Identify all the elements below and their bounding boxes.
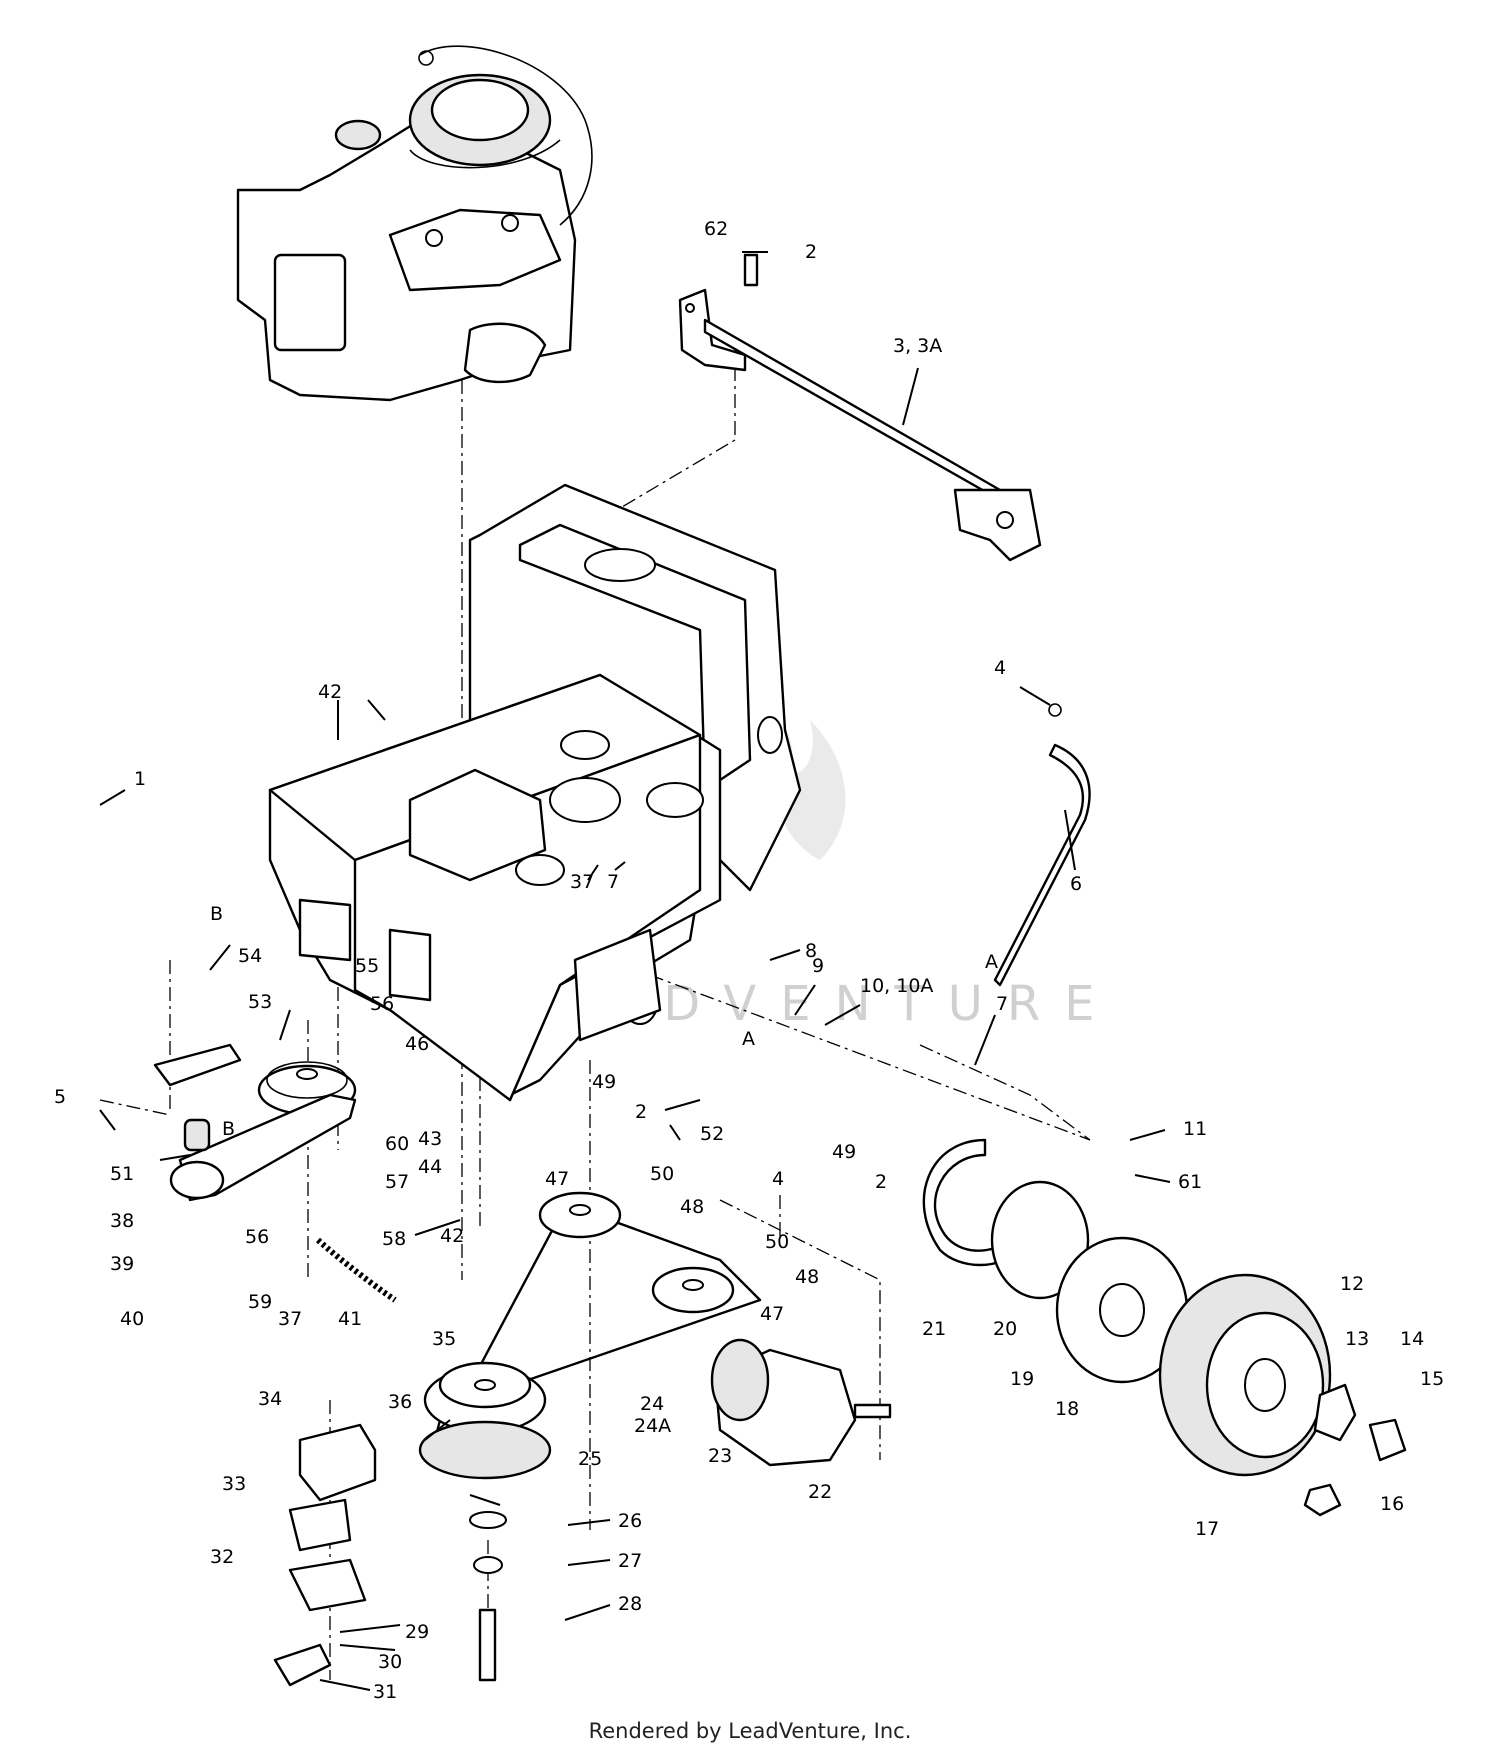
callout-36: 36 [388, 1391, 412, 1413]
callout-8: 8 [805, 940, 817, 962]
callout-54: 54 [238, 945, 262, 967]
callout-13: 13 [1345, 1328, 1369, 1350]
callout-6: 6 [1070, 873, 1082, 895]
callout-42-low: 42 [440, 1225, 464, 1247]
callout-58: 58 [382, 1228, 406, 1250]
callout-24a: 24A [634, 1415, 671, 1437]
callout-21: 21 [922, 1318, 946, 1340]
callout-61: 61 [1178, 1171, 1202, 1193]
callout-42-top: 42 [318, 681, 342, 703]
callout-37-low: 37 [278, 1308, 302, 1330]
callout-9: 9 [812, 955, 824, 977]
callout-7-left: 7 [607, 871, 619, 893]
callout-56-top: 56 [370, 993, 394, 1015]
callout-19: 19 [1010, 1368, 1034, 1390]
callout-44: 44 [418, 1156, 442, 1178]
callout-56-low: 56 [245, 1226, 269, 1248]
callout-37-top: 37 [570, 871, 594, 893]
letter-a-link: A [742, 1028, 755, 1050]
callout-62: 62 [704, 218, 728, 240]
callout-12: 12 [1340, 1273, 1364, 1295]
callout-16: 16 [1380, 1493, 1404, 1515]
callout-4-low: 4 [772, 1168, 784, 1190]
callout-39: 39 [110, 1253, 134, 1275]
callout-46: 46 [405, 1033, 429, 1055]
wheel-assembly [922, 1138, 1407, 1517]
callout-7-right: 7 [996, 993, 1008, 1015]
callout-34: 34 [258, 1388, 282, 1410]
callout-10-10a: 10, 10A [860, 975, 933, 997]
callout-29: 29 [405, 1621, 429, 1643]
callout-53: 53 [248, 991, 272, 1013]
callout-3-3a: 3, 3A [893, 335, 942, 357]
connection-letters: A A B B [210, 903, 998, 1140]
callout-35: 35 [432, 1328, 456, 1350]
letter-a-rod: A [985, 951, 998, 973]
callout-40: 40 [120, 1308, 144, 1330]
callout-11: 11 [1183, 1118, 1207, 1140]
callout-41: 41 [338, 1308, 362, 1330]
callout-51: 51 [110, 1163, 134, 1185]
callout-24: 24 [640, 1393, 664, 1415]
callout-50-right: 50 [765, 1231, 789, 1253]
callout-55: 55 [355, 955, 379, 977]
gearbox [710, 1338, 892, 1467]
callout-28: 28 [618, 1593, 642, 1615]
callout-33: 33 [222, 1473, 246, 1495]
callout-32: 32 [210, 1546, 234, 1568]
drive-components [153, 1043, 762, 1682]
mounting-bracket [678, 253, 1042, 562]
callout-22: 22 [808, 1481, 832, 1503]
callout-43: 43 [418, 1128, 442, 1150]
letter-b-arm: B [222, 1118, 235, 1140]
callout-14: 14 [1400, 1328, 1424, 1350]
callouts: 1 2 2 2 3, 3A 4 4 5 6 7 7 8 9 10, 10A 11… [54, 218, 1444, 1703]
callout-25: 25 [578, 1448, 602, 1470]
callout-50-top: 50 [650, 1163, 674, 1185]
callout-48-right: 48 [795, 1266, 819, 1288]
main-frame [268, 483, 802, 1102]
callout-2-mid: 2 [635, 1101, 647, 1123]
control-rod [993, 703, 1091, 987]
callout-5: 5 [54, 1086, 66, 1108]
callout-26: 26 [618, 1510, 642, 1532]
callout-38: 38 [110, 1210, 134, 1232]
leaders [99, 251, 1171, 1691]
callout-1: 1 [134, 768, 146, 790]
bracket-stack [273, 1423, 377, 1687]
callout-47-left: 47 [545, 1168, 569, 1190]
footer-credit: Rendered by LeadVenture, Inc. [588, 1719, 912, 1743]
callout-15: 15 [1420, 1368, 1444, 1390]
callout-31: 31 [373, 1681, 397, 1703]
engine [236, 45, 593, 402]
callout-49-left: 49 [592, 1071, 616, 1093]
callout-47-right: 47 [760, 1303, 784, 1325]
callout-30: 30 [378, 1651, 402, 1673]
callout-2-top: 2 [805, 241, 817, 263]
callout-2-right: 2 [875, 1171, 887, 1193]
callout-20: 20 [993, 1318, 1017, 1340]
callout-48-left: 48 [680, 1196, 704, 1218]
letter-b-chain: B [210, 903, 223, 925]
callout-17: 17 [1195, 1518, 1219, 1540]
callout-49-right: 49 [832, 1141, 856, 1163]
callout-18: 18 [1055, 1398, 1079, 1420]
callout-59: 59 [248, 1291, 272, 1313]
callout-57: 57 [385, 1171, 409, 1193]
callout-4-top: 4 [994, 657, 1006, 679]
callout-23: 23 [708, 1445, 732, 1467]
callout-52: 52 [700, 1123, 724, 1145]
callout-60: 60 [385, 1133, 409, 1155]
callout-27: 27 [618, 1550, 642, 1572]
